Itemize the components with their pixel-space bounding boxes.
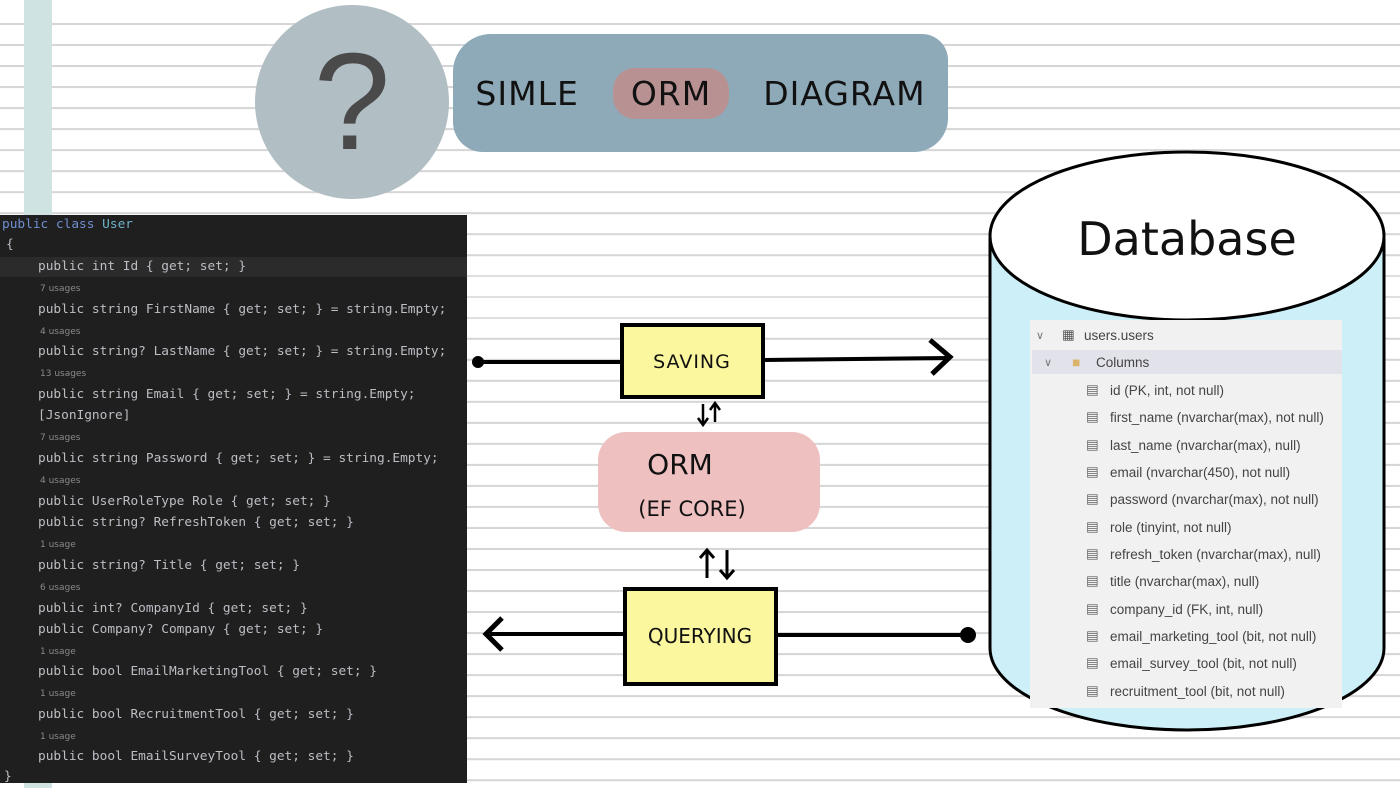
column-name: title (nvarchar(max), null) xyxy=(1110,573,1260,589)
column-icon: ▤ xyxy=(1086,519,1099,534)
querying-start-dot xyxy=(960,627,976,643)
orm-label-line2: (EF CORE) xyxy=(638,497,745,521)
code-line: public string? Title { get; set; } xyxy=(38,558,300,573)
code-line: public Company? Company { get; set; } xyxy=(38,622,324,637)
code-line: public class User xyxy=(2,217,133,232)
title-banner: SIMLE ORM DIAGRAM xyxy=(453,34,948,152)
code-line: public int Id { get; set; } xyxy=(38,259,247,274)
usages-hint: 7 usages xyxy=(40,284,81,294)
saving-box xyxy=(620,323,765,399)
usages-hint: 4 usages xyxy=(40,476,81,486)
column-name: email (nvarchar(450), not null) xyxy=(1110,464,1291,480)
chevron-down-icon[interactable]: ∨ xyxy=(1044,356,1053,369)
saving-orm-arrows xyxy=(696,400,722,428)
column-icon: ▤ xyxy=(1086,409,1099,424)
orm-label-line1: ORM xyxy=(647,448,713,481)
column-icon: ▤ xyxy=(1086,546,1099,561)
table-name: users.users xyxy=(1084,327,1154,343)
code-line: public bool EmailSurveyTool { get; set; … xyxy=(38,749,354,764)
usages-hint: 1 usage xyxy=(40,540,76,550)
folder-icon: ■ xyxy=(1072,354,1081,370)
code-line: public bool EmailMarketingTool { get; se… xyxy=(38,664,377,679)
column-row[interactable]: ▤ email (nvarchar(450), not null) xyxy=(1086,460,1290,484)
column-name: id (PK, int, not null) xyxy=(1110,382,1225,398)
column-icon: ▤ xyxy=(1086,491,1099,506)
chevron-down-icon[interactable]: ∨ xyxy=(1036,329,1045,342)
current-line-highlight xyxy=(0,257,467,277)
orm-blob xyxy=(598,432,820,532)
column-name: password (nvarchar(max), not null) xyxy=(1110,491,1319,507)
saving-label: SAVING xyxy=(653,351,731,373)
code-line: public int? CompanyId { get; set; } xyxy=(38,601,308,616)
saving-start-dot xyxy=(472,356,484,368)
question-circle: ? xyxy=(255,5,449,199)
column-icon: ▤ xyxy=(1086,573,1099,588)
column-icon: ▤ xyxy=(1086,628,1099,643)
question-mark-icon: ? xyxy=(313,25,391,179)
column-row[interactable]: ▤ email_marketing_tool (bit, not null) xyxy=(1086,624,1316,648)
querying-label: QUERYING xyxy=(648,624,752,648)
code-line: public string Email { get; set; } = stri… xyxy=(38,387,416,402)
column-row[interactable]: ▤ first_name (nvarchar(max), not null) xyxy=(1086,405,1324,429)
column-icon: ▤ xyxy=(1086,464,1099,479)
code-line: public string FirstName { get; set; } = … xyxy=(38,302,447,317)
column-row[interactable]: ▤ refresh_token (nvarchar(max), null) xyxy=(1086,542,1321,566)
column-name: last_name (nvarchar(max), null) xyxy=(1110,437,1301,453)
folder-name: Columns xyxy=(1096,354,1150,370)
code-line: } xyxy=(4,769,12,784)
tree-folder-row[interactable]: ∨ ■ Columns xyxy=(1032,350,1342,374)
usages-hint: 1 usage xyxy=(40,732,76,742)
table-icon: ▦ xyxy=(1062,327,1075,342)
code-line: public bool RecruitmentTool { get; set; … xyxy=(38,707,354,722)
querying-box xyxy=(623,587,778,686)
column-icon: ▤ xyxy=(1086,382,1099,397)
column-name: refresh_token (nvarchar(max), null) xyxy=(1110,546,1321,562)
column-row[interactable]: ▤ email_survey_tool (bit, not null) xyxy=(1086,651,1297,675)
usages-hint: 13 usages xyxy=(40,369,87,379)
column-row[interactable]: ▤ id (PK, int, not null) xyxy=(1086,378,1224,402)
code-line: public string Password { get; set; } = s… xyxy=(38,451,439,466)
column-name: role (tinyint, not null) xyxy=(1110,519,1232,535)
usages-hint: 4 usages xyxy=(40,327,81,337)
column-icon: ▤ xyxy=(1086,601,1099,616)
querying-arrowhead xyxy=(482,616,504,652)
tree-table-row[interactable]: ∨ ▦ users.users xyxy=(1036,323,1154,347)
db-explorer-panel: ∨ ▦ users.users ∨ ■ Columns ▤ id (PK, int… xyxy=(1030,320,1342,708)
saving-arrowhead xyxy=(928,338,954,376)
column-name: company_id (FK, int, null) xyxy=(1110,601,1264,617)
column-name: first_name (nvarchar(max), not null) xyxy=(1110,409,1324,425)
code-line: { xyxy=(6,237,14,252)
usages-hint: 7 usages xyxy=(40,433,81,443)
column-row[interactable]: ▤ recruitment_tool (bit, not null) xyxy=(1086,679,1285,703)
column-row[interactable]: ▤ password (nvarchar(max), not null) xyxy=(1086,487,1319,511)
title-part1: SIMLE xyxy=(475,73,579,113)
column-row[interactable]: ▤ company_id (FK, int, null) xyxy=(1086,597,1263,621)
usages-hint: 1 usage xyxy=(40,647,76,657)
column-row[interactable]: ▤ role (tinyint, not null) xyxy=(1086,515,1232,539)
column-icon: ▤ xyxy=(1086,655,1099,670)
code-line: public string? LastName { get; set; } = … xyxy=(38,344,447,359)
column-name: email_marketing_tool (bit, not null) xyxy=(1110,628,1317,644)
code-line: [JsonIgnore] xyxy=(38,408,131,423)
title-highlight: ORM xyxy=(612,67,730,119)
code-line: public string? RefreshToken { get; set; … xyxy=(38,515,354,530)
database-label: Database xyxy=(1077,212,1297,266)
saving-line-right xyxy=(762,356,949,362)
column-name: recruitment_tool (bit, not null) xyxy=(1110,683,1285,699)
column-icon: ▤ xyxy=(1086,683,1099,698)
column-name: email_survey_tool (bit, not null) xyxy=(1110,655,1297,671)
column-row[interactable]: ▤ last_name (nvarchar(max), null) xyxy=(1086,433,1301,457)
orm-querying-arrows xyxy=(698,547,736,581)
usages-hint: 6 usages xyxy=(40,583,81,593)
title-part2: DIAGRAM xyxy=(763,73,926,113)
usages-hint: 1 usage xyxy=(40,689,76,699)
code-line: public UserRoleType Role { get; set; } xyxy=(38,494,331,509)
code-editor-panel: public class User { public int Id { get;… xyxy=(0,215,467,784)
column-icon: ▤ xyxy=(1086,437,1099,452)
column-row[interactable]: ▤ title (nvarchar(max), null) xyxy=(1086,569,1259,593)
